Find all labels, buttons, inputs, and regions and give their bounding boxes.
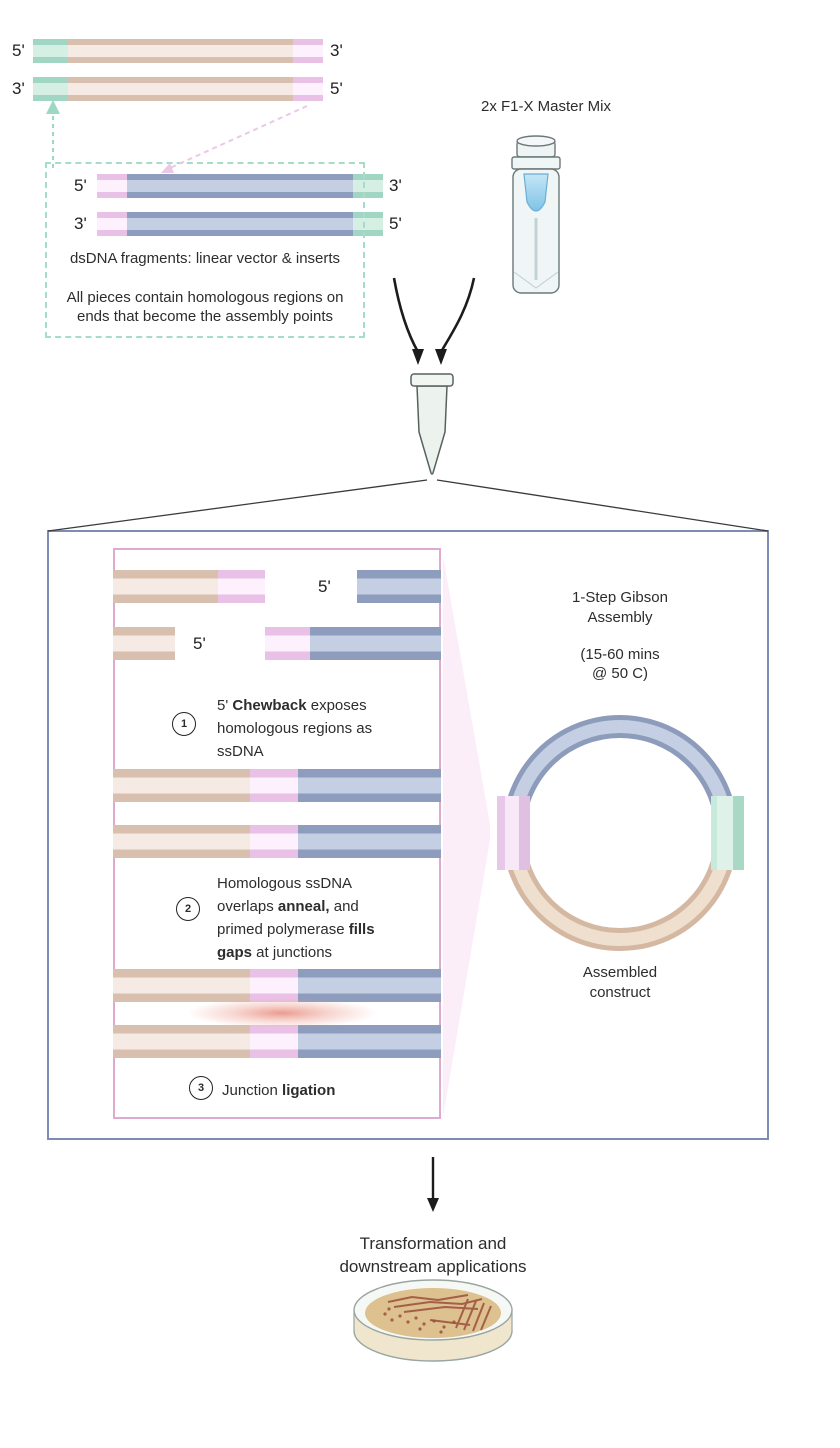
step-number-badge: 2 <box>176 897 200 921</box>
dna-fragment-bar <box>113 825 441 858</box>
dna-fragment-bar <box>113 570 265 603</box>
dsdna-note-title: dsDNA fragments: linear vector & inserts <box>69 250 341 267</box>
fragment-segment-pink <box>293 77 323 101</box>
fragment-segment-pink <box>250 769 298 802</box>
fragment-segment-blue <box>298 825 441 858</box>
step3-p1: Junction <box>222 1082 283 1099</box>
step1-post: exposes homologous regions as ssDNA <box>217 697 373 760</box>
fragment-segment-blue <box>127 174 353 198</box>
step2-b2: fills gaps <box>217 921 375 961</box>
step2-p1: Homologous ssDNA overlaps <box>217 875 352 915</box>
dna-fragment-bar <box>33 77 323 101</box>
fragment-segment-blue <box>357 570 441 603</box>
homology-pointer-teal-arrow <box>46 100 60 168</box>
fragment-segment-pink <box>250 825 298 858</box>
fragment-segment-tan <box>113 1025 250 1058</box>
fragment-segment-green <box>33 77 68 101</box>
fragment-segment-pink <box>250 969 298 1002</box>
prime-label: 3' <box>330 41 343 60</box>
step2-b1: anneal, <box>277 898 330 915</box>
step-number-badge: 1 <box>172 712 196 736</box>
dna-fragment-bar <box>357 570 441 603</box>
master-mix-tube <box>511 135 561 294</box>
fragment-segment-pink <box>250 1025 298 1058</box>
fragment-segment-green <box>353 212 383 236</box>
prime-label: 3' <box>389 176 402 195</box>
prime-label: 5' <box>74 176 87 195</box>
fragment-segment-tan <box>113 825 250 858</box>
colony-streaks <box>387 1294 492 1332</box>
fragment-segment-pink <box>293 39 323 63</box>
step2-p2: and primed polymerase <box>217 898 359 938</box>
dna-fragment-bar <box>33 39 323 63</box>
fragment-segment-blue <box>298 1025 441 1058</box>
prime-label: 5' <box>389 214 402 233</box>
dna-fragment-bar <box>113 769 441 802</box>
assembled-construct-label: Assembled construct <box>582 964 658 1001</box>
prime-label: 3' <box>12 79 25 98</box>
step-number-badge: 3 <box>189 1076 213 1100</box>
prime-label: 5' <box>330 79 343 98</box>
prime-label: 5' <box>12 41 25 60</box>
downstream-arrow <box>427 1157 439 1212</box>
fragment-segment-blue <box>298 769 441 802</box>
dna-fragment-bar <box>265 627 441 660</box>
fragment-segment-tan <box>68 39 293 63</box>
pour-arrows <box>392 277 476 365</box>
dna-fragment-bar <box>113 969 441 1002</box>
gibson-assembly-title: 1-Step Gibson Assembly <box>572 589 668 626</box>
gibson-assembly-time: (15-60 mins @ 50 C) <box>580 646 660 682</box>
fragment-segment-tan <box>113 627 175 660</box>
dna-fragment-bar <box>97 174 383 198</box>
caption-line2: downstream applications <box>339 1257 527 1276</box>
caption-line1: Transformation and <box>359 1234 507 1253</box>
prime-label: 3' <box>74 214 87 233</box>
fragment-segment-tan <box>113 769 250 802</box>
step2-p3: at junctions <box>252 944 333 961</box>
master-mix-label: 2x F1-X Master Mix <box>480 98 612 115</box>
ssdna-5prime-label: 5' <box>318 577 331 596</box>
reaction-tube <box>410 373 454 475</box>
dsdna-note-body: All pieces contain homologous regions on… <box>66 289 344 325</box>
step1-bold: Chewback <box>232 697 307 714</box>
fragment-segment-tan <box>113 570 218 603</box>
fragment-segment-blue <box>127 212 353 236</box>
fragment-segment-green <box>33 39 68 63</box>
step1-text: 5' Chewback exposes homologous regions a… <box>217 694 383 763</box>
fragment-segment-pink <box>265 627 310 660</box>
dna-fragment-bar <box>113 627 175 660</box>
fragment-segment-green <box>353 174 383 198</box>
fragment-segment-tan <box>113 969 250 1002</box>
step3-text: Junction ligation <box>222 1079 362 1102</box>
expansion-lines <box>47 479 769 532</box>
transformation-caption: Transformation and downstream applicatio… <box>313 1232 553 1278</box>
fragment-segment-blue <box>310 627 441 660</box>
dna-fragment-bar <box>97 212 383 236</box>
fragment-segment-pink <box>97 212 127 236</box>
step3-b1: ligation <box>282 1082 336 1099</box>
fragment-segment-blue <box>298 969 441 1002</box>
colony-dots <box>383 1307 456 1334</box>
dna-fragment-bar <box>113 1025 441 1058</box>
fragment-segment-pink <box>218 570 265 603</box>
petri-dish <box>353 1279 513 1362</box>
fragment-segment-pink <box>97 174 127 198</box>
fragment-segment-tan <box>68 77 293 101</box>
step1-pre: 5' <box>217 697 233 714</box>
ssdna-5prime-label: 5' <box>193 634 206 653</box>
step2-text: Homologous ssDNA overlaps anneal, and pr… <box>217 872 397 964</box>
